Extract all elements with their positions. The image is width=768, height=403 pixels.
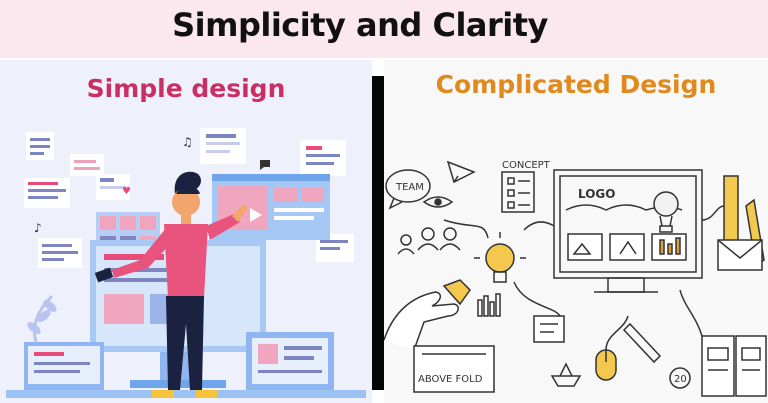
browser-window [212,174,330,240]
counter-badge [669,367,691,389]
team-label: TEAM [395,182,424,193]
people-icon [397,227,461,255]
sketch-monitor [553,169,703,293]
team-bubble [385,169,431,210]
envelope-icon [717,239,763,271]
eye-icon [422,196,454,208]
concept-label: CONCEPT [502,160,551,171]
writing-pencil-icon [622,322,662,364]
page-title: Simplicity and Clarity [172,6,548,44]
person [94,171,248,398]
above-fold-label: ABOVE FOLD [418,374,483,385]
ruler-icon [723,175,739,247]
tag-icon [442,279,471,306]
complicated-design-sketch: TEAM CONCEPT LOGO ABOVE FOLD 20 [384,160,767,397]
title-banner [0,0,768,58]
lightbulb-icon [474,232,526,283]
panel-divider [372,76,384,390]
simple-design-illustration: ♥ ♫ ♪ [6,128,366,398]
floating-ui-cards: ♥ ♫ ♪ [24,128,354,268]
svg-text:♫: ♫ [182,135,193,149]
laptop [24,342,104,390]
complicated-design-label: Complicated Design [435,70,717,99]
desk [6,390,366,398]
svg-text:♥: ♥ [122,186,131,197]
svg-text:♪: ♪ [34,221,42,235]
plant [27,294,57,343]
concept-checklist [501,171,535,213]
balloon-icon [653,191,679,233]
above-fold-card [413,345,495,393]
counter-label: 20 [674,374,687,385]
paper-plane-icon [446,160,476,184]
tablet [246,332,334,390]
mouse-icon [595,315,629,381]
paper-boat-icon [550,362,582,387]
clipboard-icon [533,315,565,343]
bar-chart-icon [477,293,501,317]
hand-icon [384,291,459,351]
stacked-windows [701,335,767,397]
simple-design-label: Simple design [86,74,286,103]
logo-label: LOGO [578,187,615,201]
